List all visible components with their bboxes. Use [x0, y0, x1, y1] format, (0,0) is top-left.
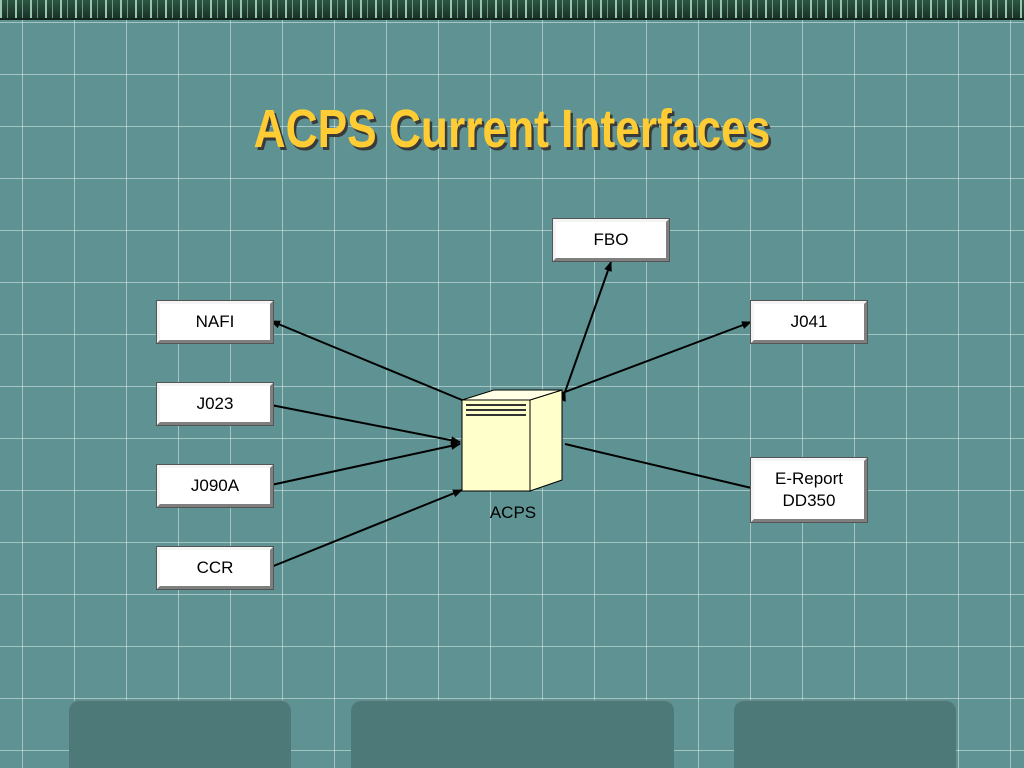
node-fbo: FBO — [552, 218, 670, 262]
node-ccr-label: CCR — [196, 558, 234, 577]
node-nafi: NAFI — [156, 300, 274, 344]
node-nafi-label: NAFI — [195, 312, 235, 331]
footer-panel-left — [69, 700, 291, 768]
slide-title: ACPS Current Interfaces — [253, 99, 771, 159]
node-j023-label: J023 — [196, 394, 234, 413]
circuit-board-banner — [0, 0, 1024, 20]
node-j023: J023 — [156, 382, 274, 426]
connector-acps-nafi — [270, 320, 463, 401]
connector-acps-j041 — [555, 321, 752, 399]
connector-ccr-acps — [270, 489, 463, 568]
footer-panel-center — [351, 700, 674, 768]
server-tower-icon — [461, 389, 563, 492]
node-ereport-line1: E-Report — [774, 469, 844, 488]
connector-acps-ereport — [564, 443, 761, 492]
node-ereport: E-Report DD350 — [750, 457, 868, 523]
node-ereport-line2: DD350 — [782, 491, 836, 510]
connector-j090a-acps — [270, 441, 461, 486]
node-j041-label: J041 — [790, 312, 828, 331]
node-ereport-text: E-Report DD350 — [775, 468, 843, 512]
node-j041: J041 — [750, 300, 868, 344]
connector-acps-fbo — [558, 261, 612, 402]
node-j090a: J090A — [156, 464, 274, 508]
node-ccr: CCR — [156, 546, 274, 590]
node-j090a-label: J090A — [190, 476, 240, 495]
footer-panel-right — [734, 700, 956, 768]
server-label: ACPS — [489, 503, 537, 522]
node-fbo-label: FBO — [593, 230, 629, 249]
connector-j023-acps — [270, 404, 461, 445]
